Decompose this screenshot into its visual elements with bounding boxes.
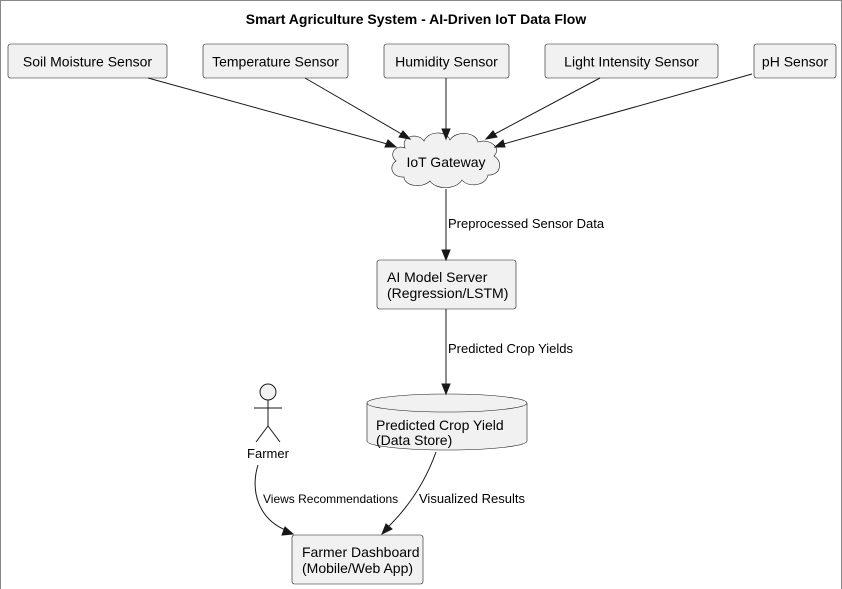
predicted-crop-yield-data-store: Predicted Crop Yield (Data Store)	[366, 393, 528, 451]
edge-gateway-to-ai-label: Preprocessed Sensor Data	[448, 216, 605, 231]
edge-temperature-to-gateway-arrowhead	[398, 130, 412, 140]
ai-model-server-label-line1: AI Model Server	[387, 269, 488, 285]
data-store-label-line2: (Data Store)	[376, 432, 452, 448]
edge-humidity-to-gateway-arrowhead	[441, 128, 451, 141]
edge-light-to-gateway-arrowhead	[484, 130, 498, 140]
soil-moisture-sensor-node: Soil Moisture Sensor	[7, 43, 168, 79]
farmer-dashboard-label-line2: (Mobile/Web App)	[302, 560, 413, 576]
iot-gateway-cloud: IoT Gateway	[391, 132, 500, 188]
edge-store-to-dashboard	[385, 451, 437, 530]
edge-store-to-dashboard-arrowhead	[381, 523, 393, 536]
edge-ph-to-gateway	[499, 73, 753, 146]
ai-model-server-label-line2: (Regression/LSTM)	[387, 285, 508, 301]
ai-model-server-node: AI Model Server (Regression/LSTM)	[376, 259, 517, 310]
edge-farmer-to-dashboard-arrowhead	[281, 526, 295, 536]
temperature-sensor-node: Temperature Sensor	[202, 43, 349, 79]
humidity-sensor-label: Humidity Sensor	[395, 54, 498, 70]
edge-temperature-to-gateway	[304, 77, 406, 137]
edge-gateway-to-ai-arrowhead	[441, 249, 451, 262]
edge-light-to-gateway	[490, 77, 601, 137]
edge-store-to-dashboard-label: Visualized Results	[419, 491, 525, 506]
farmer-dashboard-node: Farmer Dashboard (Mobile/Web App)	[291, 534, 424, 585]
farmer-dashboard-label-line1: Farmer Dashboard	[302, 544, 420, 560]
diagram-title: Smart Agriculture System - AI-Driven IoT…	[246, 11, 587, 27]
data-store-label-line1: Predicted Crop Yield	[376, 417, 504, 433]
ph-sensor-label: pH Sensor	[762, 54, 828, 70]
temperature-sensor-label: Temperature Sensor	[212, 54, 339, 70]
humidity-sensor-node: Humidity Sensor	[383, 43, 510, 79]
edge-ph-to-gateway-arrowhead	[493, 139, 506, 148]
soil-moisture-sensor-label: Soil Moisture Sensor	[23, 54, 153, 70]
ph-sensor-node: pH Sensor	[753, 43, 837, 79]
light-intensity-sensor-node: Light Intensity Sensor	[544, 43, 719, 79]
light-intensity-sensor-label: Light Intensity Sensor	[564, 54, 699, 70]
iot-gateway-label: IoT Gateway	[406, 154, 485, 170]
edge-ai-to-store-label: Predicted Crop Yields	[448, 341, 574, 356]
farmer-actor-icon	[254, 383, 282, 443]
edge-soil-to-gateway-arrowhead	[384, 139, 398, 148]
edge-farmer-to-dashboard	[254, 464, 289, 532]
edge-farmer-to-dashboard-label: Views Recommendations	[263, 492, 398, 506]
edge-ai-to-store-arrowhead	[441, 383, 451, 396]
farmer-actor-label: Farmer	[247, 446, 290, 461]
edge-soil-to-gateway	[147, 77, 392, 146]
